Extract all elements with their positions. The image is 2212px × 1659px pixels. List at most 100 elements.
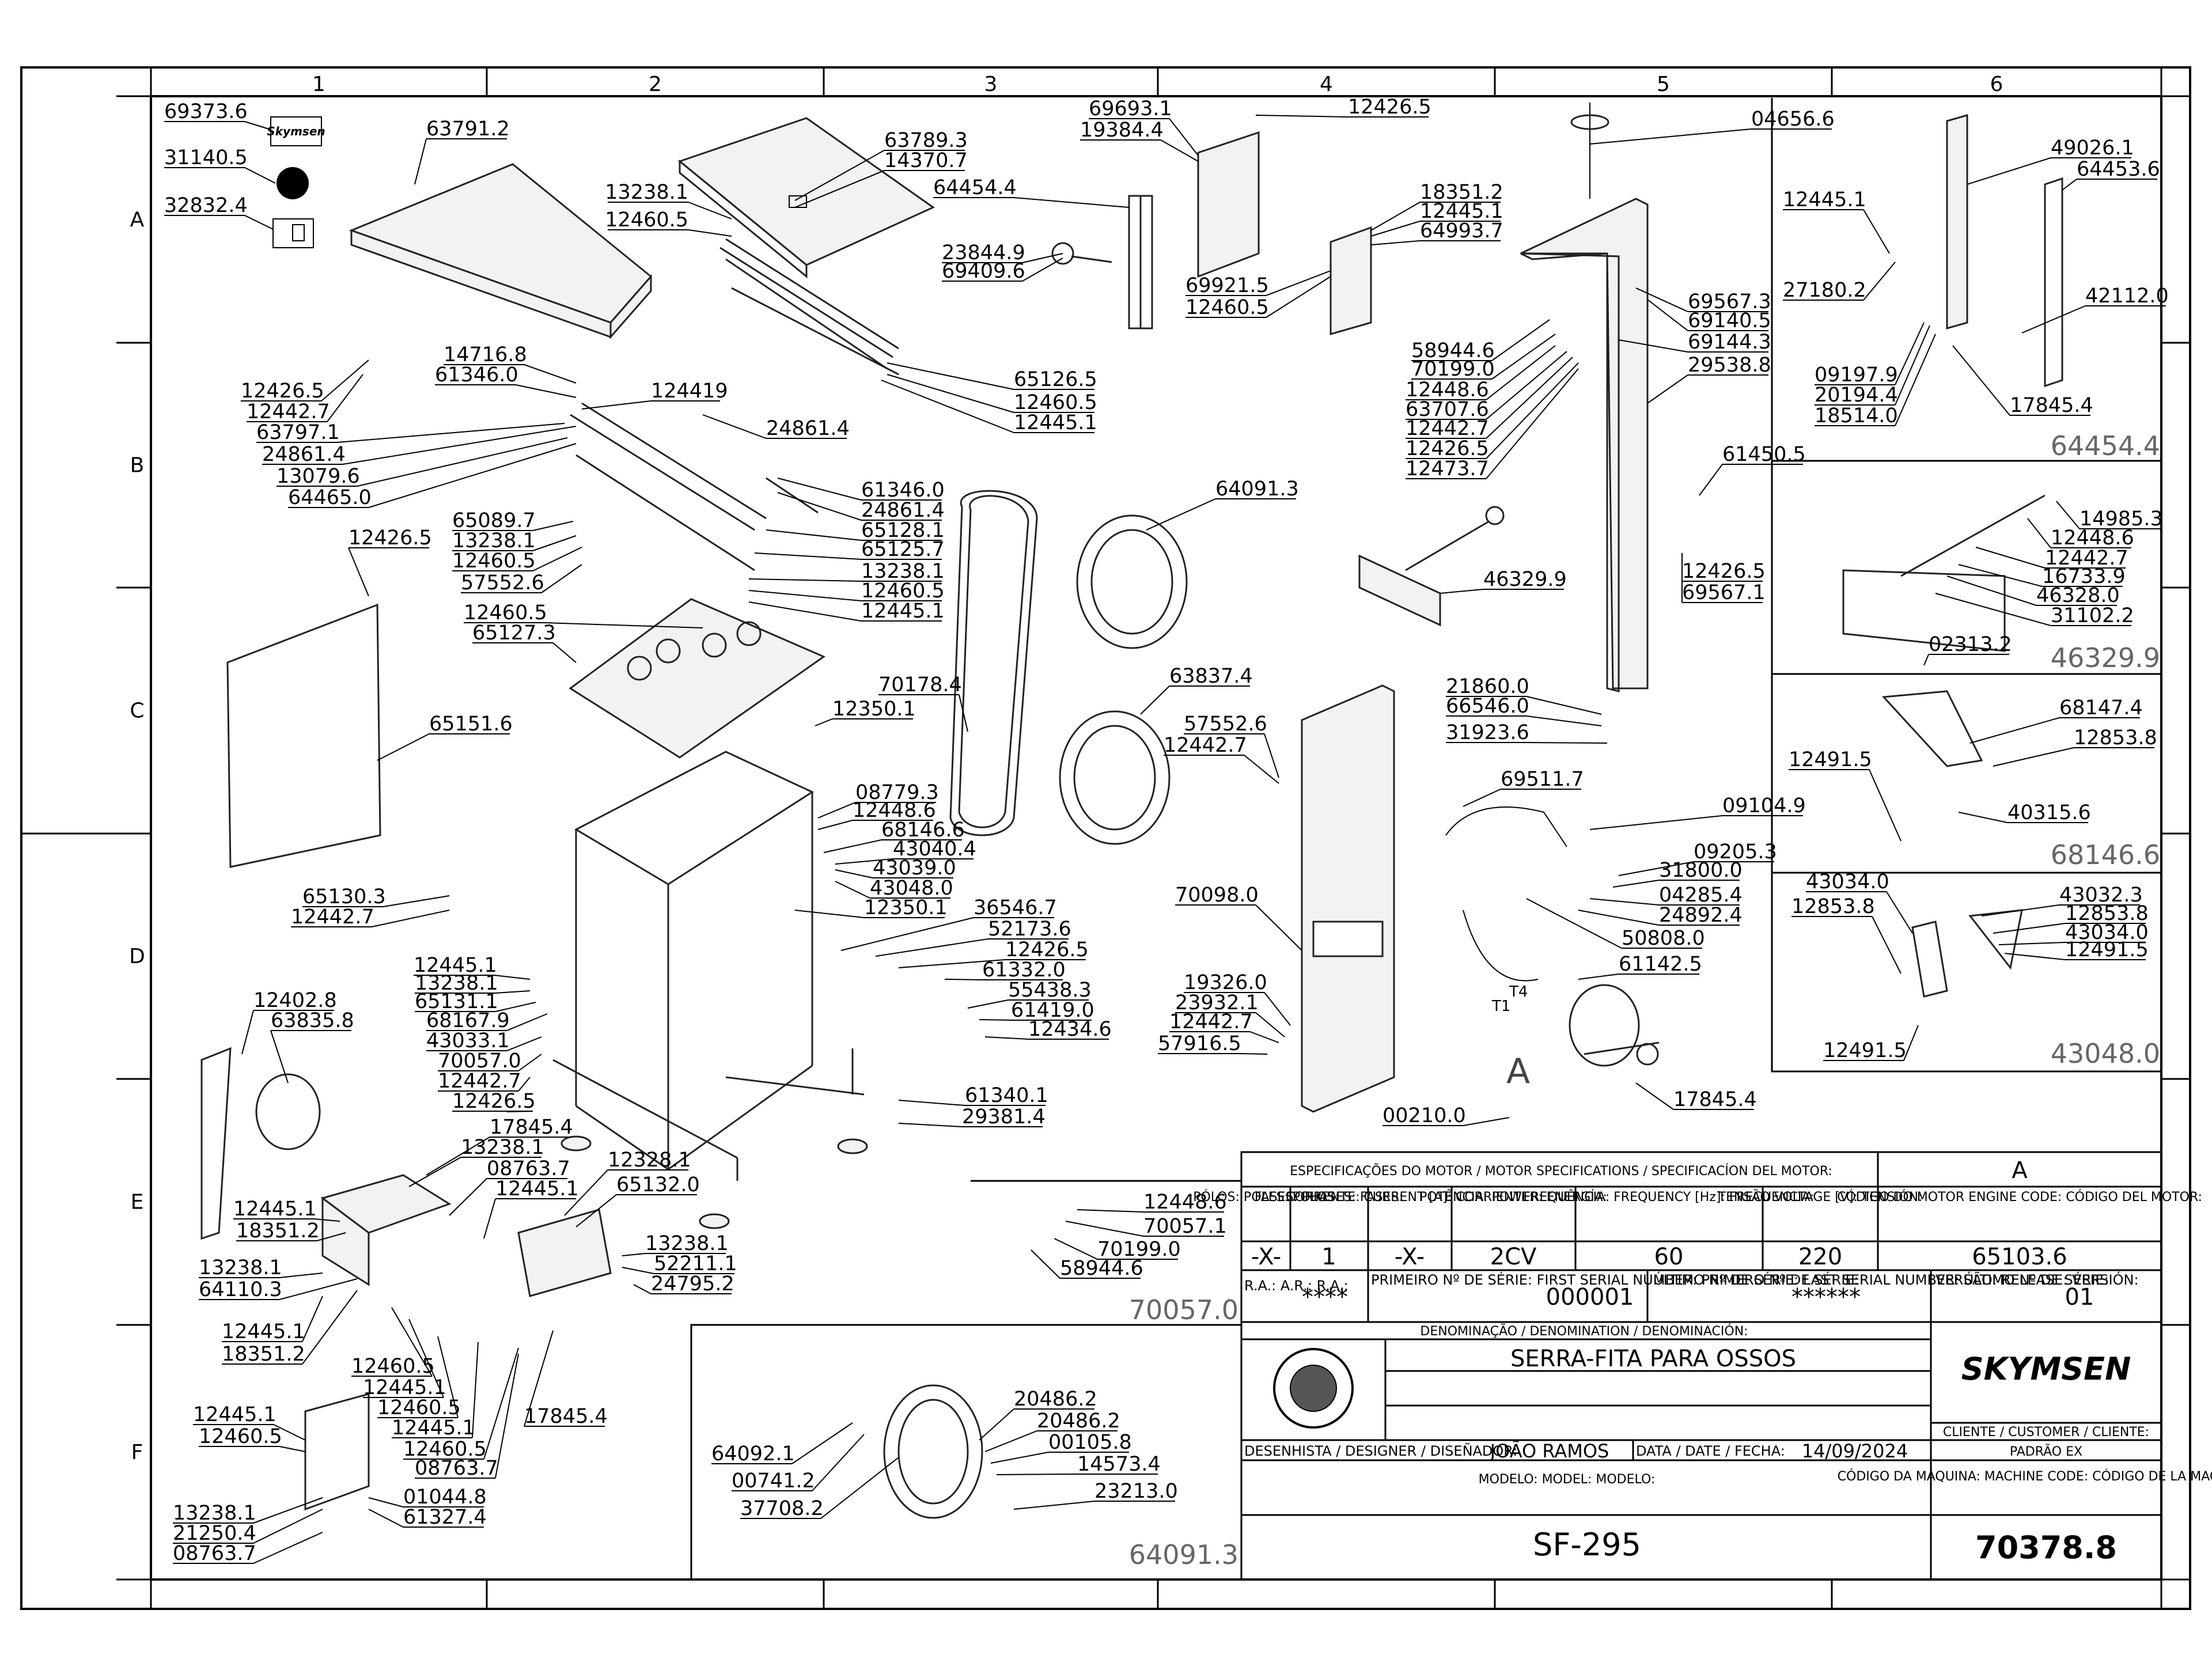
callout-leader: [253, 1532, 323, 1564]
part-code-label: 12445.1: [495, 1177, 579, 1200]
part-code-label: 12473.7: [1406, 457, 1489, 480]
callout-leader: [518, 1077, 531, 1092]
callout-leader: [996, 1474, 1078, 1475]
part-code-label: 31140.5: [164, 146, 248, 169]
callout-leader: [688, 229, 732, 237]
part-code-label: 12426.5: [1348, 96, 1431, 119]
part-code-label: 50808.0: [1622, 927, 1705, 950]
callout-leader: [791, 1422, 853, 1464]
part-code-label: 12442.7: [291, 906, 374, 929]
part-code-label: 23932.1: [1175, 991, 1259, 1014]
callout-leader: [887, 374, 1014, 413]
part-code-label: 12442.7: [2045, 547, 2128, 570]
part-code-label: 70178.4: [878, 673, 962, 696]
callout-leader: [1146, 498, 1216, 531]
detail-ref-68146-6: 68146.6: [2051, 839, 2160, 870]
callout-leader: [244, 215, 274, 230]
part-code-label: 12448.6: [1406, 378, 1489, 402]
callout-leader: [1370, 202, 1421, 231]
part-code-label: 12426.5: [241, 380, 324, 403]
part-code-label: 12402.8: [253, 989, 337, 1012]
grid-row-label: C: [130, 699, 144, 723]
part-code-label: 64110.3: [199, 1278, 282, 1301]
callout-leader: [449, 1178, 487, 1216]
callout-leader: [688, 202, 732, 219]
part-code-label: 20486.2: [1037, 1410, 1120, 1433]
part-code-label: 31800.0: [1659, 859, 1743, 882]
part-code-label: 43040.4: [893, 838, 976, 861]
part-code-label: 13238.1: [461, 1136, 544, 1159]
callout-leader: [391, 1307, 433, 1377]
value-phases: 1: [1321, 1244, 1336, 1270]
part-code-label: 63835.8: [271, 1009, 354, 1032]
part-code-label: 14573.4: [1077, 1453, 1161, 1476]
callout-leader: [1526, 715, 1602, 726]
callout-leader: [532, 535, 577, 551]
part-code-label: 12460.5: [199, 1425, 282, 1448]
value-poles: -X-: [1251, 1244, 1281, 1270]
callout-leader: [1952, 345, 2010, 416]
callout-leader: [506, 1013, 548, 1031]
callout-leader: [967, 999, 1009, 1009]
part-code-label: 17845.4: [524, 1405, 608, 1428]
callout-leader: [1255, 1012, 1285, 1037]
date-value: 14/09/2024: [1802, 1440, 1908, 1462]
part-code-label: 13238.1: [199, 1256, 282, 1279]
part-code-label: 24861.4: [766, 417, 850, 440]
callout-leader: [794, 910, 865, 918]
value-power: 2CV: [1490, 1244, 1537, 1270]
callout-leader: [371, 910, 450, 927]
part-code-label: 19384.4: [1080, 119, 1164, 142]
callout-leader: [823, 839, 882, 853]
model-label: MODELO: MODEL: MODELO:: [1479, 1472, 1656, 1487]
callout-leader: [1993, 747, 2074, 767]
callout-leader: [377, 733, 430, 761]
header-current: CORRENTE: CURRENT [A]: CORRIENTE:: [1286, 1190, 1533, 1205]
callout-leader: [817, 820, 853, 830]
part-code-label: 63789.3: [884, 129, 968, 152]
part-code-label: 29538.8: [1688, 354, 1771, 377]
part-code-label: 13238.1: [415, 972, 498, 995]
callout-leader: [1463, 789, 1501, 807]
callout-leader: [1635, 1082, 1674, 1110]
callout-leader: [1526, 898, 1622, 949]
callout-leader: [472, 1342, 479, 1438]
machine-code-value: 70378.8: [1975, 1529, 2117, 1566]
part-code-label: 32832.4: [164, 194, 248, 217]
callout-leader: [348, 547, 369, 597]
part-code-label: 31923.6: [1446, 721, 1529, 744]
callout-leader: [483, 1347, 519, 1460]
denomination-block: DENOMINAÇÃO / DENOMINATION / DENOMINACIÓ…: [1244, 1323, 2212, 1566]
part-code-label: 43048.0: [870, 877, 953, 900]
callout-leader: [1618, 861, 1694, 876]
callout-leader: [1981, 904, 2060, 916]
callout-leader: [1975, 547, 2046, 569]
part-code-label: 12445.1: [392, 1416, 475, 1440]
brand-logo-small: Skymsen: [267, 124, 325, 138]
callout-leader: [1249, 1031, 1279, 1043]
callout-leader: [564, 1169, 608, 1216]
part-code-label: 12442.7: [1164, 734, 1247, 757]
callout-leader: [241, 1010, 254, 1055]
part-code-label: 42112.0: [2085, 285, 2169, 308]
grid-row-label: E: [131, 1191, 144, 1214]
callout-leader: [279, 1278, 358, 1300]
part-code-label: 14985.3: [2080, 507, 2163, 531]
part-code-label: 08779.3: [855, 781, 939, 804]
part-code-label: 20194.4: [1815, 384, 1898, 407]
callout-leader: [515, 384, 577, 398]
part-code-label: 00741.2: [732, 1469, 815, 1493]
callout-leader: [990, 1452, 1049, 1464]
callout-leader: [1967, 157, 2051, 185]
callout-leader: [2062, 179, 2077, 191]
first-serial-value: 000001: [1546, 1284, 1634, 1310]
callout-leader: [875, 938, 988, 957]
part-code-label: 61340.1: [965, 1084, 1048, 1107]
part-code-label: 58944.6: [1411, 339, 1495, 362]
callout-leader: [702, 414, 767, 439]
callout-leader: [544, 622, 703, 628]
part-code-label: 12426.5: [349, 527, 432, 550]
part-code-label: 52211.1: [654, 1252, 737, 1275]
part-code-label: 00105.8: [1048, 1431, 1132, 1454]
part-code-label: 57552.6: [1184, 713, 1267, 736]
